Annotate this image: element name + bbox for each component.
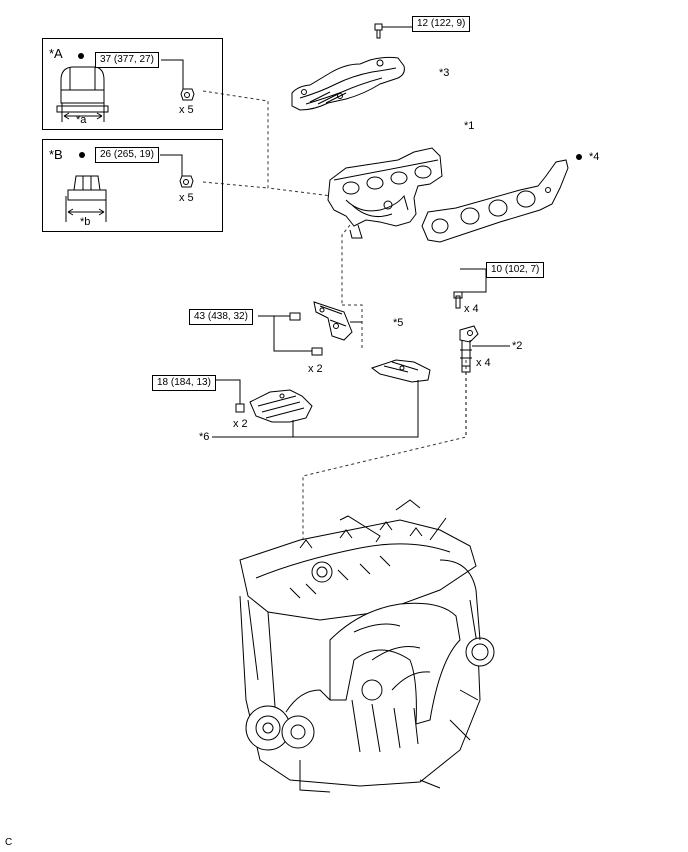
callout-6: *6 [199,431,210,443]
inset-a [42,38,223,130]
callout-2: *2 [512,340,523,352]
bullets [78,53,582,160]
torque-label-insulator-bolt: 12 (122, 9) [412,16,471,32]
coil-bolt-leader [460,268,487,293]
quantity-coil-bolts: x 4 [464,303,479,315]
inset-b-nut-icon [160,154,194,188]
torque-label-coil-bolt: 10 (102, 7) [486,262,545,278]
inset-b-dim-label: *b [80,216,91,228]
inset-b-nut-drawing [65,175,107,222]
quantity-insulator-nuts: x 2 [233,418,248,430]
torque-label-bracket-bolt: 43 (438, 32) [189,309,253,325]
callout-4: *4 [589,151,600,163]
callout-3: *3 [439,67,450,79]
ignition-coil [453,291,510,373]
inset-a-dim-label: *a [76,114,87,126]
inset-a-nut-drawing [56,66,109,122]
inset-b-letter: *B [49,147,63,162]
inset-a-torque-label: 37 (377, 27) [95,52,159,68]
exhaust-manifold [327,147,443,239]
manifold-heat-insulator [291,56,405,111]
inset-b [42,139,223,232]
inset-a-quantity: x 5 [179,104,194,116]
inset-a-letter: *A [49,46,63,61]
figure-corner-code: C [5,837,13,848]
manifold-heat-insulator-lower [214,359,431,423]
quantity-bracket-bolts: x 2 [308,363,323,375]
torque-label-insulator-nut: 18 (184, 13) [152,375,216,391]
exhaust-manifold-gasket [421,159,569,243]
inset-a-nut-icon [161,59,195,101]
bracket-bolts [258,312,323,356]
engine-assembly [239,499,495,793]
quantity-coils: x 4 [476,357,491,369]
insulator-bolt [374,23,412,39]
manifold-stay-bracket [313,301,362,341]
callout-1: *1 [464,120,475,132]
inset-b-torque-label: 26 (265, 19) [95,147,159,163]
callout-5: *5 [393,317,404,329]
inset-b-quantity: x 5 [179,192,194,204]
insulator-leader-6 [292,380,419,438]
